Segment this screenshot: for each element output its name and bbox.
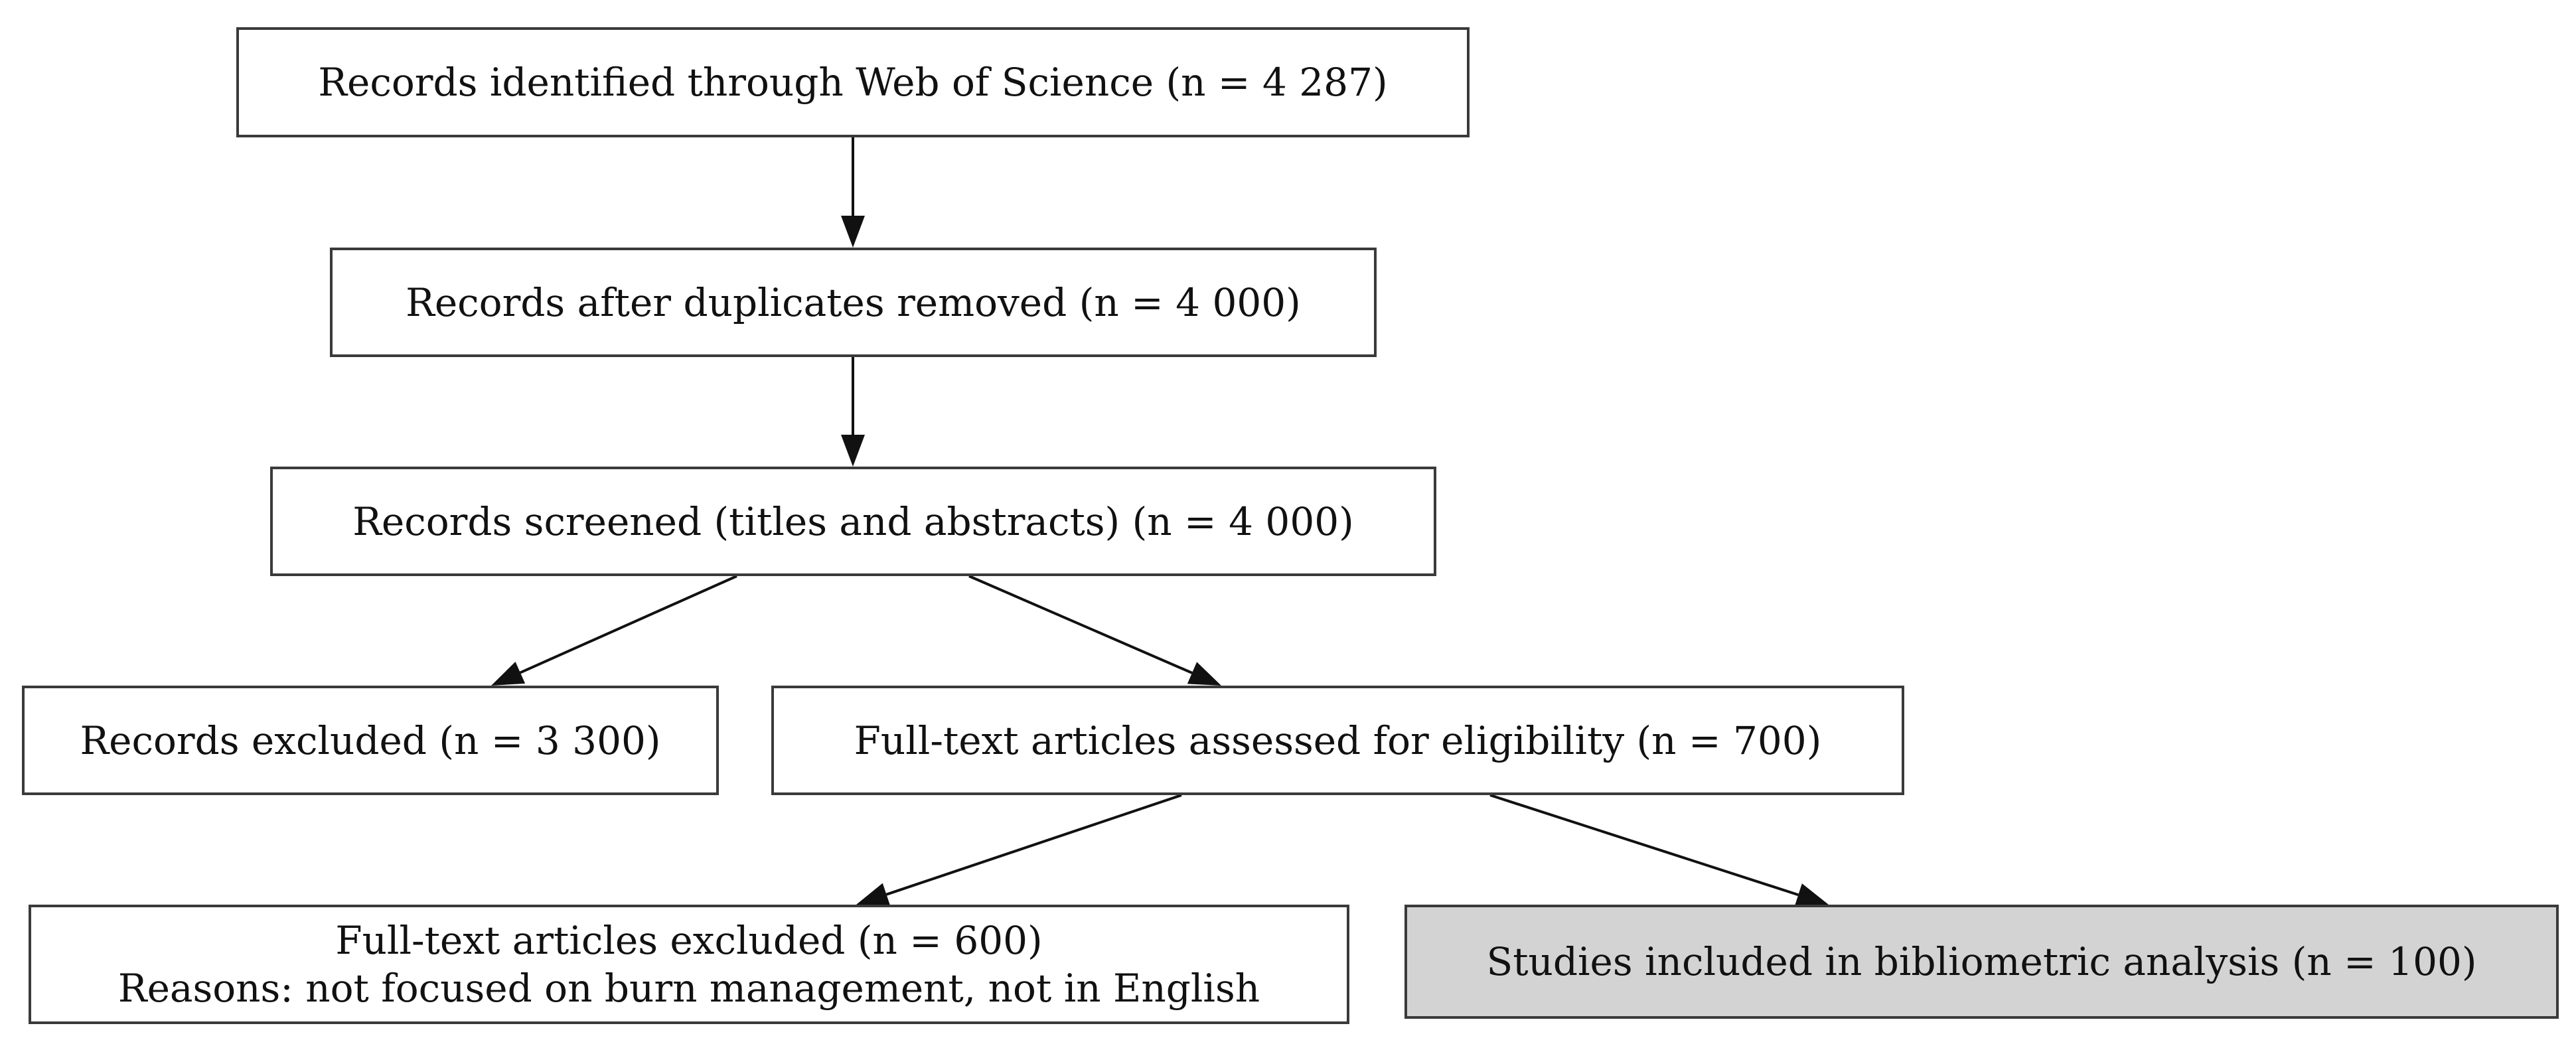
records-excluded-label: Records excluded (n = 3 300) [80, 717, 661, 763]
fulltext-excluded-box: Full-text articles excluded (n = 600) Re… [29, 905, 1349, 1024]
arrow-fulltext-to-excluded [856, 794, 1182, 906]
records-identified-box: Records identified through Web of Scienc… [236, 27, 1470, 137]
arrow-identified-to-deduplicated [841, 137, 865, 248]
arrow-screened-to-excluded [491, 575, 737, 686]
studies-included-label: Studies included in bibliometric analysi… [1486, 939, 2477, 984]
records-excluded-box: Records excluded (n = 3 300) [22, 686, 719, 795]
records-identified-label: Records identified through Web of Scienc… [318, 60, 1388, 105]
arrow-deduplicated-to-screened [841, 357, 865, 467]
records-screened-box: Records screened (titles and abstracts) … [270, 467, 1436, 576]
studies-included-box: Studies included in bibliometric analysi… [1404, 905, 2559, 1019]
arrow-fulltext-to-included [1489, 794, 1829, 907]
fulltext-assessed-box: Full-text articles assessed for eligibil… [771, 686, 1904, 795]
records-deduplicated-box: Records after duplicates removed (n = 4 … [330, 248, 1377, 357]
records-deduplicated-label: Records after duplicates removed (n = 4 … [406, 279, 1301, 325]
arrow-screened-to-fulltext [968, 575, 1221, 686]
fulltext-excluded-reasons-label: Reasons: not focused on burn management,… [117, 966, 1260, 1011]
records-screened-label: Records screened (titles and abstracts) … [352, 498, 1354, 544]
fulltext-excluded-count-label: Full-text articles excluded (n = 600) [335, 918, 1043, 963]
fulltext-assessed-label: Full-text articles assessed for eligibil… [854, 717, 1822, 763]
